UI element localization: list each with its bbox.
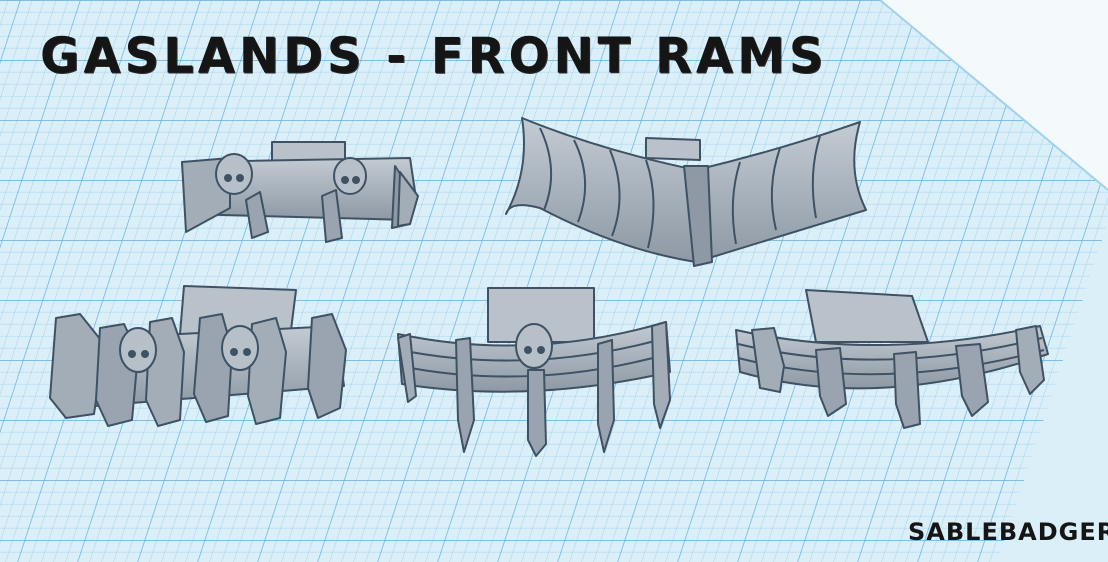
skull-ram-small-model[interactable] [181, 141, 419, 243]
curved-plow-ram-model[interactable] [505, 117, 867, 267]
log-skull-ram-model[interactable] [397, 287, 671, 457]
spiked-skull-ram-model[interactable] [49, 285, 347, 427]
log-spike-ram-model[interactable] [735, 289, 1049, 429]
page-title: GASLANDS - FRONT RAMS [40, 27, 828, 85]
author-credit: SABLEBADGER [908, 518, 1108, 546]
